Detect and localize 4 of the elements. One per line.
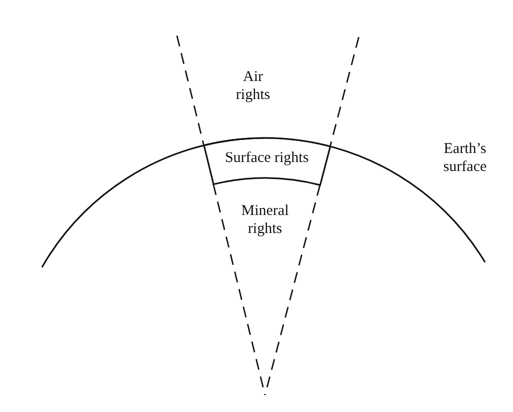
- region-label: Earth’s surface: [442, 140, 488, 176]
- region-label: Mineral rights: [240, 202, 290, 238]
- region-label: Surface rights: [224, 149, 309, 167]
- region-label: Air rights: [234, 68, 272, 104]
